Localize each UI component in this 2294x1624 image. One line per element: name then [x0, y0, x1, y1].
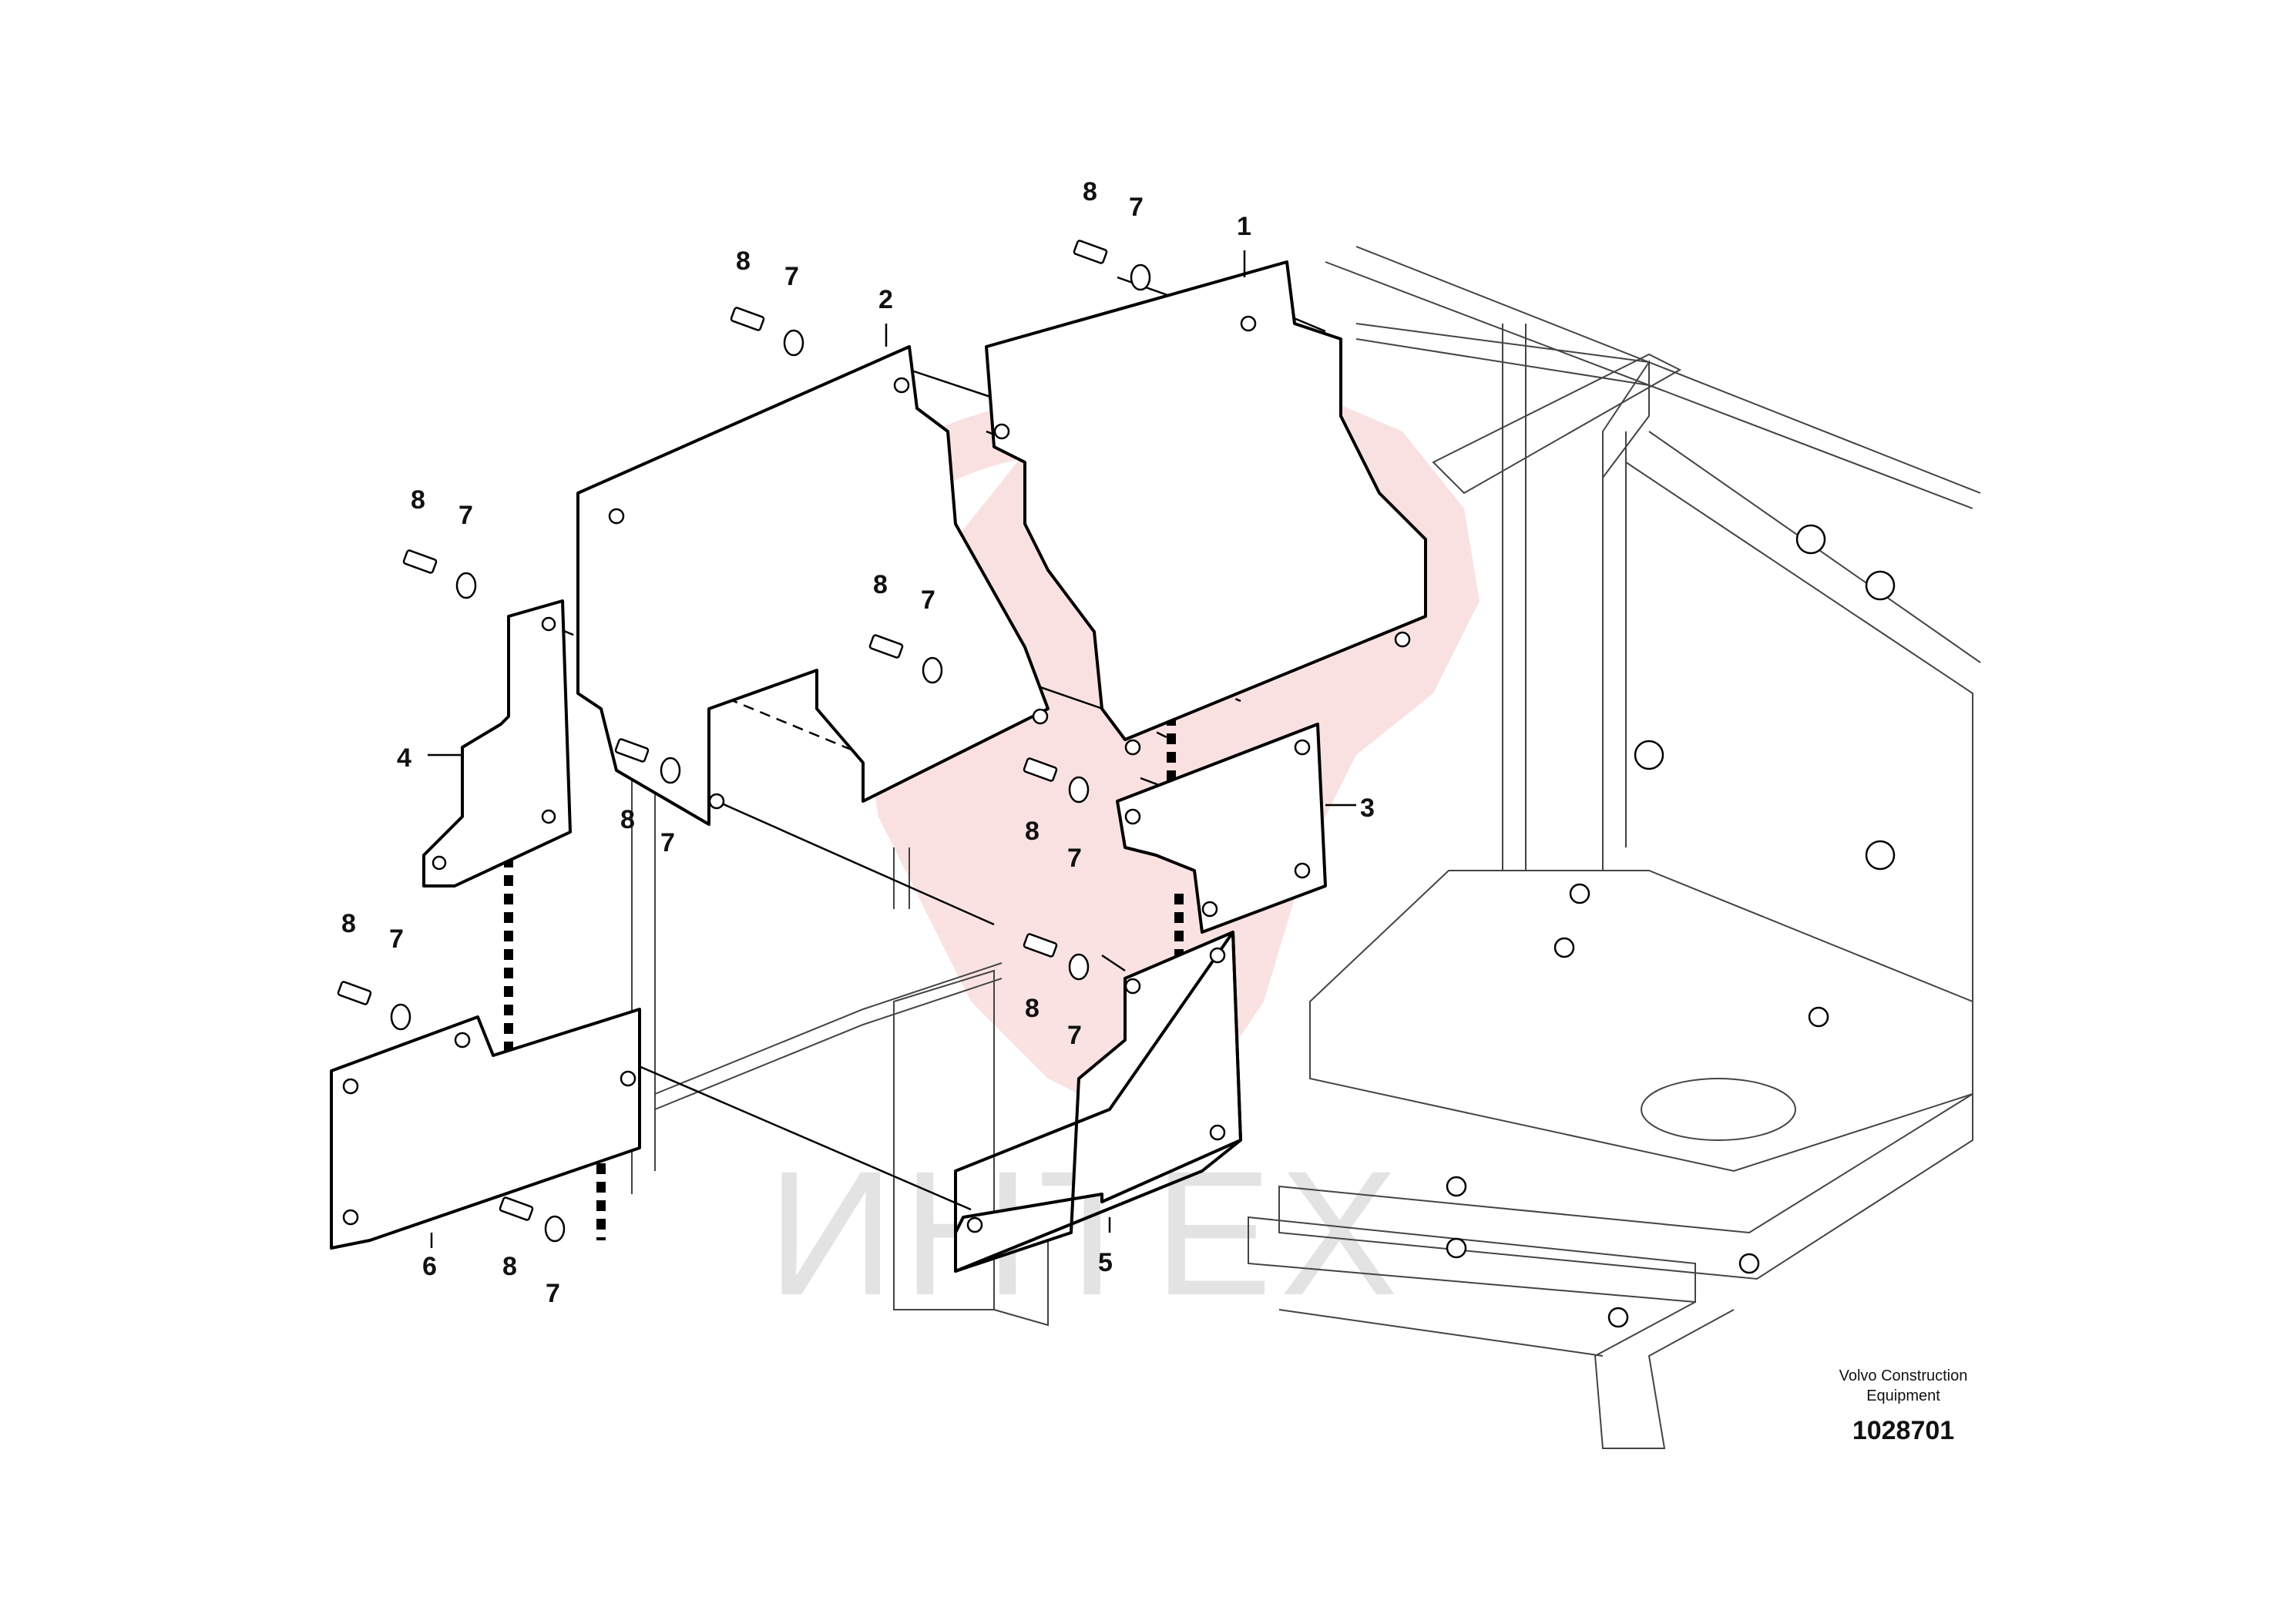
part-6-plate — [330, 1008, 641, 1250]
callout-7: 7 — [458, 501, 473, 530]
callout-8: 8 — [1083, 177, 1097, 206]
callout-7: 7 — [1067, 844, 1082, 873]
callout-1: 1 — [1237, 212, 1251, 241]
footer-drawing-number: 1028701 — [1852, 1416, 1954, 1445]
part-5-plate — [954, 931, 1242, 1273]
part-4-bracket — [422, 599, 572, 887]
footer-company-line1: Volvo Construction — [1839, 1367, 1968, 1384]
callout-7: 7 — [389, 924, 404, 954]
callout-7: 7 — [784, 262, 799, 291]
callout-8: 8 — [411, 485, 425, 515]
callout-8: 8 — [341, 909, 356, 938]
callout-8: 8 — [502, 1252, 517, 1281]
callout-5: 5 — [1098, 1248, 1113, 1277]
machine-frame — [631, 246, 1981, 1449]
part-2-bracket — [576, 345, 1050, 826]
part-3-bracket — [1116, 723, 1327, 934]
callout-8: 8 — [736, 247, 751, 276]
callout-8: 8 — [1025, 994, 1040, 1023]
fasteners — [337, 240, 1151, 1243]
callout-8: 8 — [1025, 817, 1040, 846]
callout-8: 8 — [873, 570, 888, 599]
callout-6: 6 — [422, 1252, 437, 1281]
callout-2: 2 — [878, 285, 893, 314]
callout-7: 7 — [546, 1279, 560, 1308]
callout-7: 7 — [1067, 1021, 1082, 1050]
footer-block: Volvo Construction Equipment 1028701 — [1839, 1367, 1968, 1445]
leader-lines — [428, 250, 1356, 1248]
callout-labels: 1 2 3 4 5 6 8 7 8 7 8 7 8 7 8 7 8 7 8 7 … — [341, 177, 1375, 1308]
callout-3: 3 — [1360, 794, 1375, 823]
callout-8: 8 — [620, 805, 635, 834]
callout-4: 4 — [397, 743, 411, 773]
callout-7: 7 — [660, 828, 675, 857]
callout-7: 7 — [1129, 193, 1144, 222]
callout-7: 7 — [921, 586, 935, 615]
part-1-bracket — [985, 260, 1427, 741]
footer-company-line2: Equipment — [1866, 1387, 1940, 1404]
